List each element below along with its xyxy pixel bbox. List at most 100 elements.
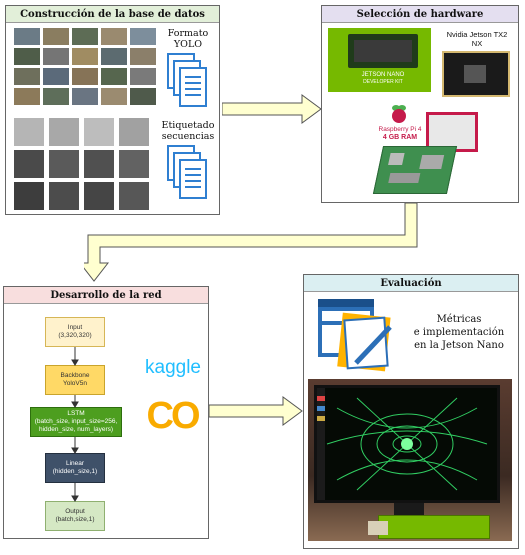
dataset-panel-title: Construcción de la base de datos <box>6 6 219 23</box>
thumb <box>14 88 40 105</box>
thumb <box>72 68 98 85</box>
dataset-panel: Construcción de la base de datos <box>5 5 220 215</box>
tx2-chip <box>464 65 486 83</box>
document-icon <box>167 145 207 199</box>
evaluation-panel-title: Evaluación <box>304 275 518 292</box>
flow-arrows <box>71 347 79 502</box>
rpi-usb <box>419 155 445 169</box>
network-panel-title: Desarrollo de la red <box>4 287 208 304</box>
rpi-chip <box>388 153 405 165</box>
rpi-box <box>426 112 478 152</box>
flow-output: Output (batch,size,1) <box>45 501 105 531</box>
flow-input-l2: (3,320,320) <box>58 332 92 339</box>
thumb <box>101 28 127 45</box>
thumb <box>119 150 149 178</box>
thumb <box>43 48 69 65</box>
document-icon <box>167 53 207 107</box>
thumb <box>101 68 127 85</box>
thumb <box>14 68 40 85</box>
metrics-window-icon <box>318 299 392 372</box>
rpi-label: Raspberry Pi 4 <box>378 126 422 133</box>
thumb <box>14 28 40 45</box>
heatsink <box>354 40 412 62</box>
evaluation-panel: Evaluación Métricas e implementación en … <box>303 274 519 549</box>
thumb <box>49 118 79 146</box>
flow-output-l2: (batch,size,1) <box>55 516 95 523</box>
thumb <box>72 28 98 45</box>
flow-backbone-l1: Backbone <box>60 372 90 379</box>
thumb <box>119 182 149 210</box>
thumb <box>101 48 127 65</box>
thumb <box>14 118 44 146</box>
flow-lstm-l3: hidden_size, num_layers) <box>38 426 114 433</box>
yolo-format-label-line2: YOLO <box>173 39 203 50</box>
thumb <box>130 88 156 105</box>
tx2-module <box>442 51 510 97</box>
thumb <box>43 68 69 85</box>
colab-logo: CO <box>146 395 201 437</box>
flow-linear-l2: (hidden_size,1) <box>52 468 98 475</box>
thumb <box>49 150 79 178</box>
sequence-label-line1: Etiquetado <box>161 120 215 131</box>
thumb <box>130 28 156 45</box>
arrow-right <box>209 396 303 426</box>
thumb <box>14 182 44 210</box>
flow-lstm-l2: (batch_size, input_size=256, <box>34 418 118 425</box>
evaluation-line1: Métricas <box>436 314 482 325</box>
tx2-label: Nvidia Jetson TX2 NX <box>434 30 520 48</box>
thumb <box>84 150 114 178</box>
rpi-board <box>372 146 458 194</box>
jetson-nano-box-label: JETSON NANO <box>361 72 405 78</box>
cable-device <box>368 521 388 535</box>
traffic-thumbnails <box>14 28 156 116</box>
thumb <box>84 182 114 210</box>
hardware-panel-title: Selección de hardware <box>322 6 518 23</box>
thumb <box>49 182 79 210</box>
thumb <box>130 48 156 65</box>
kaggle-logo: kaggle <box>145 357 201 378</box>
sequence-thumbnails <box>14 118 154 211</box>
thumb <box>119 118 149 146</box>
jetson-device <box>378 515 490 539</box>
thumb <box>101 88 127 105</box>
rpi-port <box>388 173 421 183</box>
jetson-nano-box: JETSON NANO DEVELOPER KIT <box>328 28 431 92</box>
flow-linear: Linear (hidden_size,1) <box>45 453 105 483</box>
flow-backbone: Backbone YoloV5n <box>45 365 105 395</box>
rpi-ram-label: 4 GB RAM <box>382 134 418 141</box>
evaluation-line3: en la Jetson Nano <box>414 340 504 351</box>
thumb <box>43 28 69 45</box>
raspberry-pi-icon <box>392 105 406 123</box>
evaluation-line2: e implementación <box>413 327 505 338</box>
sequence-label-line2: secuencias <box>161 131 215 142</box>
arrow-down-elbow <box>84 203 418 282</box>
nvidia-wallpaper <box>317 388 497 500</box>
flow-output-l1: Output <box>65 508 85 515</box>
flow-input-l1: Input <box>67 324 83 331</box>
thumb <box>130 68 156 85</box>
thumb <box>72 88 98 105</box>
monitor-photo <box>308 379 512 541</box>
thumb <box>43 88 69 105</box>
flow-lstm-l1: LSTM <box>67 410 85 417</box>
thumb <box>14 48 40 65</box>
jetson-nano-box-sub: DEVELOPER KIT <box>363 79 403 85</box>
monitor-stand <box>394 503 424 515</box>
yolo-format-label-line1: Formato <box>167 28 209 39</box>
flow-backbone-l2: YoloV5n <box>63 380 87 387</box>
hardware-panel: Selección de hardware JETSON NANO DEVELO… <box>321 5 519 203</box>
yolo-format-label: Formato YOLO <box>158 28 218 50</box>
monitor-screen <box>314 385 500 503</box>
flow-lstm: LSTM (batch_size, input_size=256, hidden… <box>30 407 122 437</box>
arrow-right <box>222 94 322 124</box>
evaluation-text: Métricas e implementación en la Jetson N… <box>400 313 518 352</box>
tx2-label-line1: Nvidia Jetson TX2 <box>446 30 508 39</box>
sequence-label: Etiquetado secuencias <box>156 120 220 142</box>
network-panel: Desarrollo de la red Input (3,320,320) B… <box>3 286 209 539</box>
flow-input: Input (3,320,320) <box>45 317 105 347</box>
tx2-label-line2: NX <box>471 39 483 48</box>
thumb <box>72 48 98 65</box>
thumb <box>84 118 114 146</box>
thumb <box>14 150 44 178</box>
flow-linear-l1: Linear <box>65 460 85 467</box>
